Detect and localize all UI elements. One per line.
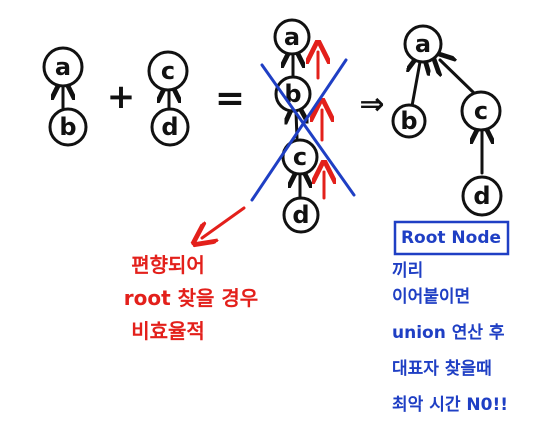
node-label: c <box>293 143 307 171</box>
node-label: b <box>59 113 76 141</box>
equals-sign: = <box>215 78 245 119</box>
root-node-title: Root Node <box>401 228 501 248</box>
root-node-box <box>393 220 510 256</box>
blue-cross-line <box>250 58 348 202</box>
node-label: d <box>161 113 178 141</box>
edge-b-to-a <box>412 62 420 108</box>
node-mid-d: d <box>150 107 190 147</box>
node-label: b <box>400 107 417 135</box>
blue-note-line: union 연산 후 <box>392 322 505 343</box>
edge-c-to-a <box>440 60 476 95</box>
red-diagonal-arrow <box>202 206 246 238</box>
node-chain-a: a <box>273 18 311 56</box>
red-note-line: 편향되어 <box>131 253 205 277</box>
node-tree-b: b <box>391 103 427 139</box>
node-tree-d: d <box>461 175 503 217</box>
node-label: a <box>55 53 71 81</box>
blue-note-line: 최악 시간 N0!! <box>392 395 508 415</box>
node-tree-a: a <box>403 24 443 64</box>
node-label: a <box>415 30 431 58</box>
blue-note-line: 대표자 찾을때 <box>392 358 492 379</box>
chain-tree: a b c d <box>250 18 356 234</box>
node-chain-d: d <box>282 196 320 234</box>
blue-note-line: 끼리 <box>392 261 423 281</box>
red-note-line: root 찾을 경우 <box>124 286 258 310</box>
node-label: c <box>161 57 175 85</box>
node-label: d <box>473 182 490 210</box>
node-label: a <box>284 23 300 51</box>
node-tree-c: c <box>460 90 502 132</box>
blue-cross-line <box>260 63 356 197</box>
node-label: d <box>292 201 309 229</box>
implies-arrow: ⇒ <box>359 87 384 122</box>
node-left-b: b <box>48 107 88 147</box>
result-tree: a b c d <box>391 24 503 217</box>
red-note: 편향되어 root 찾을 경우 비효율적 <box>124 253 258 343</box>
node-mid-c: c <box>147 50 189 92</box>
node-label: c <box>474 97 488 125</box>
left-tree: a b <box>42 46 88 147</box>
plus-sign: + <box>107 77 136 117</box>
blue-note: Root Node 끼리 이어붙이면 union 연산 후 대표자 찾을때 최악… <box>392 220 510 415</box>
blue-note-line: 이어붙이면 <box>392 287 470 307</box>
node-label: b <box>284 80 301 108</box>
red-note-line: 비효율적 <box>131 319 205 343</box>
middle-tree: c d <box>147 50 190 147</box>
node-left-a: a <box>42 46 84 88</box>
node-chain-c: c <box>281 138 319 176</box>
